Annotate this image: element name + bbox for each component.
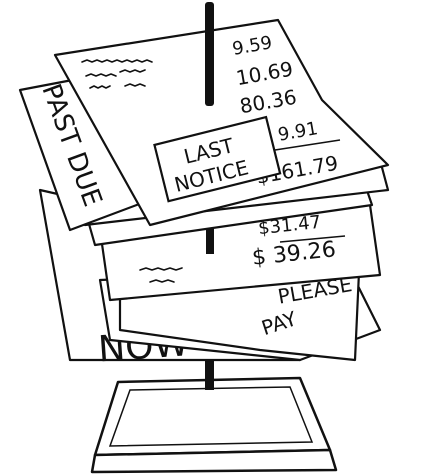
spike-rod-middle xyxy=(206,228,214,254)
last-notice-stamp: LAST NOTICE xyxy=(153,115,282,203)
spike-rod-upper xyxy=(205,2,214,106)
spike-rod-lower xyxy=(205,340,214,390)
spike-base xyxy=(90,376,338,474)
bill-top: 9.59 10.69 80.36 9.91 $161.79 xyxy=(53,18,390,227)
